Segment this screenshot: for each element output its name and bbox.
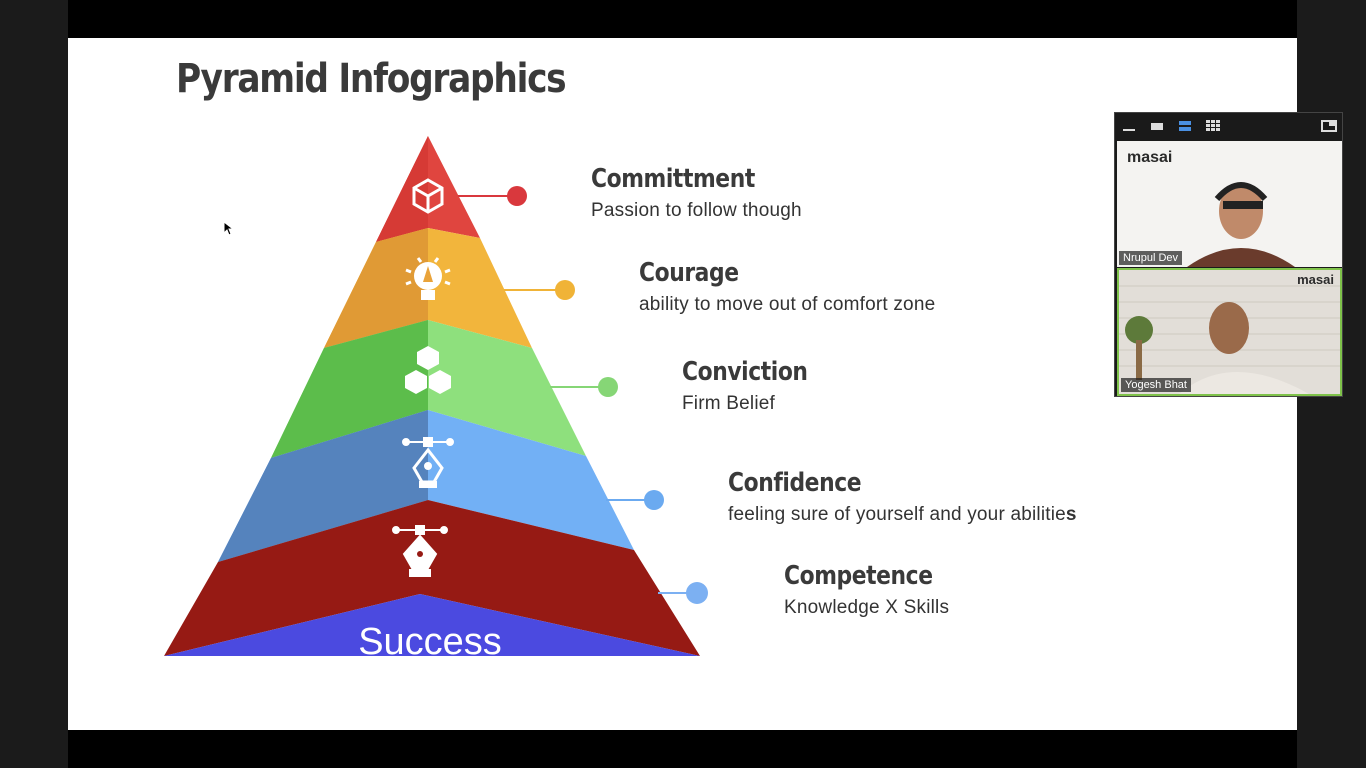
level-conviction: Conviction Firm Belief <box>682 357 831 415</box>
participant-video-panel[interactable]: masai Nrupul Dev masai Yogesh Bhat <box>1114 112 1343 397</box>
level-title: Competence <box>784 561 933 591</box>
level-description: ability to move out of comfort zone <box>639 294 936 315</box>
level-committment: Committment Passion to follow though <box>591 164 802 222</box>
slide-title: Pyramid Infographics <box>176 56 567 102</box>
participant-video <box>1187 182 1295 267</box>
participant-name: Nrupul Dev <box>1119 251 1183 265</box>
level-title: Confidence <box>728 468 862 498</box>
level-description: feeling sure of yourself and your abilit… <box>728 504 1077 525</box>
level-description: Knowledge X Skills <box>784 597 950 618</box>
boxes-icon <box>405 346 451 394</box>
vector-anchor-icon <box>392 525 448 577</box>
participant-video <box>1119 270 1340 394</box>
panel-toolbar <box>1115 113 1342 140</box>
popout-icon[interactable] <box>1321 119 1337 133</box>
level-description: Passion to follow though <box>591 200 802 221</box>
pyramid-level-5 <box>164 500 700 656</box>
level-title: Committment <box>591 164 755 194</box>
success-label: Success <box>358 621 502 663</box>
gallery-view-icon[interactable] <box>1205 119 1221 133</box>
level-2-dot <box>555 280 575 300</box>
brand-logo: masai <box>1127 149 1173 166</box>
level-4-dot <box>644 490 664 510</box>
left-letterbox <box>0 0 68 768</box>
level-5-dot <box>686 582 708 604</box>
participant-name: Yogesh Bhat <box>1121 378 1191 392</box>
level-description: Firm Belief <box>682 393 775 414</box>
mouse-cursor-icon <box>224 222 234 236</box>
pen-tool-icon <box>402 437 454 488</box>
video-tile-yogesh-bhat[interactable]: masai Yogesh Bhat <box>1117 268 1342 396</box>
level-confidence: Confidence feeling sure of yourself and … <box>728 468 1077 526</box>
level-competence: Competence Knowledge X Skills <box>784 561 961 619</box>
video-tile-nrupul-dev[interactable]: masai Nrupul Dev <box>1117 141 1342 267</box>
level-3-dot <box>598 377 618 397</box>
shared-slide: Pyramid Infographics Success <box>68 38 1297 730</box>
pyramid-graphic: Success <box>164 136 708 663</box>
lightbulb-pen-icon <box>405 257 451 300</box>
level-title: Conviction <box>682 357 808 387</box>
level-courage: Courage ability to move out of comfort z… <box>639 258 935 316</box>
brand-logo: masai <box>1297 272 1334 287</box>
minimize-icon[interactable] <box>1121 119 1137 133</box>
level-1-dot <box>507 186 527 206</box>
active-speaker-icon[interactable] <box>1177 119 1193 133</box>
speaker-view-icon[interactable] <box>1149 119 1165 133</box>
pyramid-base-success <box>164 594 700 656</box>
level-title: Courage <box>639 258 739 288</box>
cube-icon <box>412 178 444 214</box>
